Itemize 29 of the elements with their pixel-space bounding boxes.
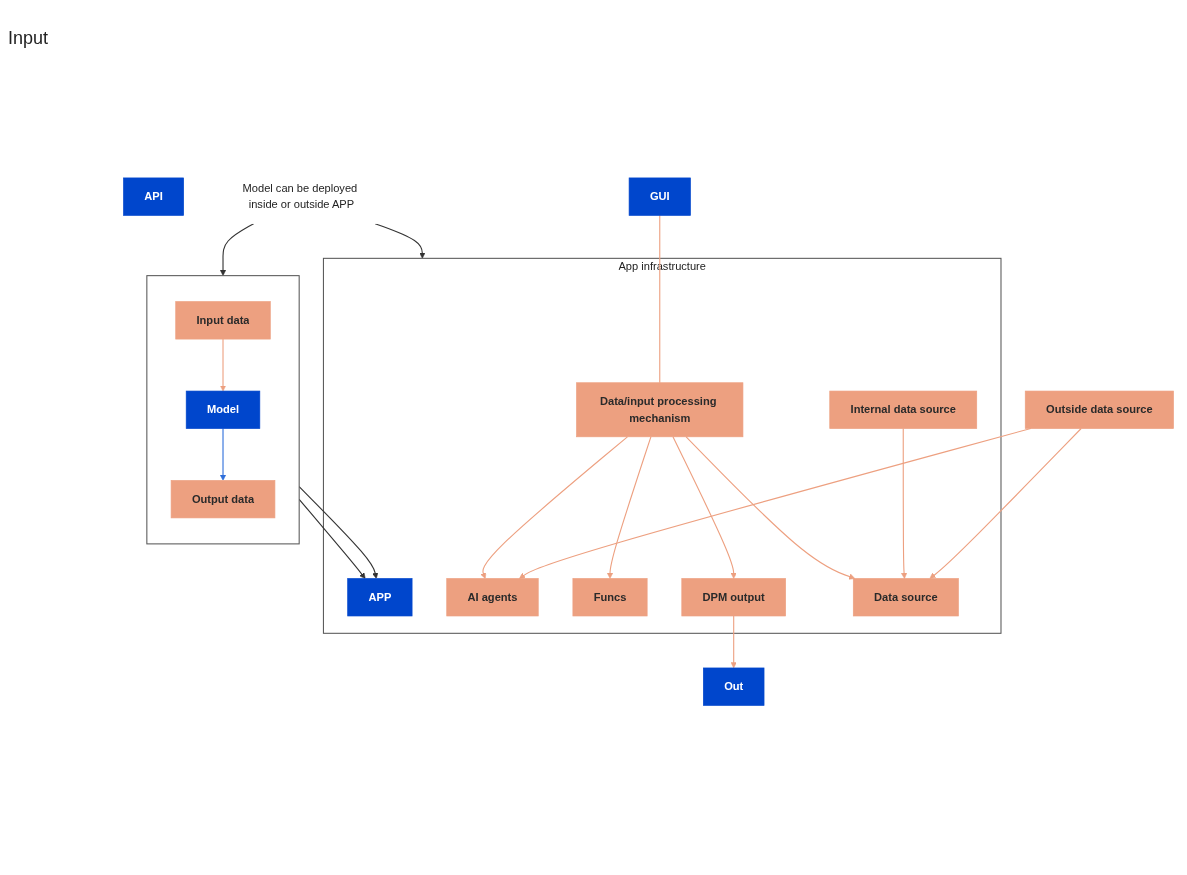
- node-box: DPM output: [681, 578, 786, 617]
- node-text: Model can be deployed inside or outside APP: [242, 182, 358, 211]
- node-box: APP: [347, 578, 413, 617]
- arrow: [219, 338, 227, 392]
- node-box: Internal data source: [829, 390, 978, 429]
- node-box: Input data: [175, 301, 271, 340]
- node-box: Data/input processing mechanism: [576, 382, 744, 438]
- arrow: [374, 223, 426, 259]
- node-box: API: [123, 177, 184, 216]
- cluster: [146, 275, 300, 545]
- arrow: [606, 436, 652, 579]
- node-box: Output data: [170, 480, 276, 519]
- node-box: AI agents: [446, 578, 539, 617]
- arrow: [219, 427, 227, 481]
- connector: [659, 214, 661, 384]
- node-box: Out: [703, 667, 765, 706]
- node-box: Data source: [852, 578, 959, 617]
- node-box: Outside data source: [1024, 390, 1174, 429]
- arrow: [730, 615, 737, 669]
- node-box: Model: [185, 390, 261, 429]
- node-box: Funcs: [572, 578, 648, 617]
- arrow: [929, 427, 1082, 579]
- arrow: [672, 436, 737, 579]
- arrow: [685, 436, 856, 580]
- node-box: GUI: [628, 177, 691, 216]
- arrow: [480, 436, 628, 579]
- arrow: [901, 427, 908, 579]
- note-text: Input: [8, 28, 50, 49]
- arrow: [219, 223, 255, 276]
